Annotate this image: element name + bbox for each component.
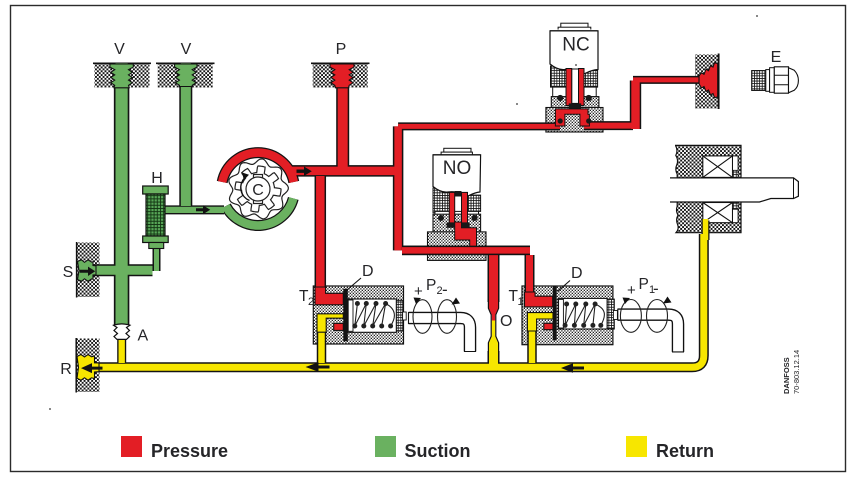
svg-text:NC: NC — [562, 35, 589, 56]
svg-text:2: 2 — [437, 285, 443, 297]
svg-text:V: V — [114, 41, 125, 58]
svg-text:1: 1 — [649, 284, 655, 296]
svg-text:D: D — [571, 265, 583, 282]
svg-text:O: O — [500, 313, 512, 330]
svg-text:S: S — [63, 264, 74, 281]
svg-text:T: T — [299, 288, 309, 305]
svg-text:+: + — [627, 282, 636, 299]
svg-text:DANFOSS: DANFOSS — [782, 357, 791, 394]
svg-text:2: 2 — [308, 296, 314, 308]
svg-text:Suction: Suction — [405, 441, 471, 461]
svg-text:1: 1 — [518, 296, 524, 308]
svg-text:P: P — [639, 276, 649, 293]
svg-text:-: - — [653, 279, 659, 298]
svg-text:P: P — [426, 277, 436, 294]
svg-text:+: + — [414, 283, 423, 300]
svg-text:R: R — [60, 361, 72, 378]
svg-text:Return: Return — [656, 441, 714, 461]
svg-text:P: P — [336, 41, 347, 58]
svg-text:H: H — [151, 170, 163, 187]
svg-text:T: T — [509, 288, 519, 305]
svg-text:Pressure: Pressure — [151, 441, 228, 461]
svg-text:A: A — [138, 328, 149, 345]
svg-text:C: C — [252, 182, 264, 199]
svg-text:D: D — [362, 263, 374, 280]
svg-text:70-803.12.14: 70-803.12.14 — [792, 350, 801, 394]
svg-text:E: E — [771, 49, 782, 66]
svg-text:V: V — [181, 41, 192, 58]
svg-text:-: - — [442, 280, 448, 299]
svg-text:NO: NO — [443, 158, 472, 179]
